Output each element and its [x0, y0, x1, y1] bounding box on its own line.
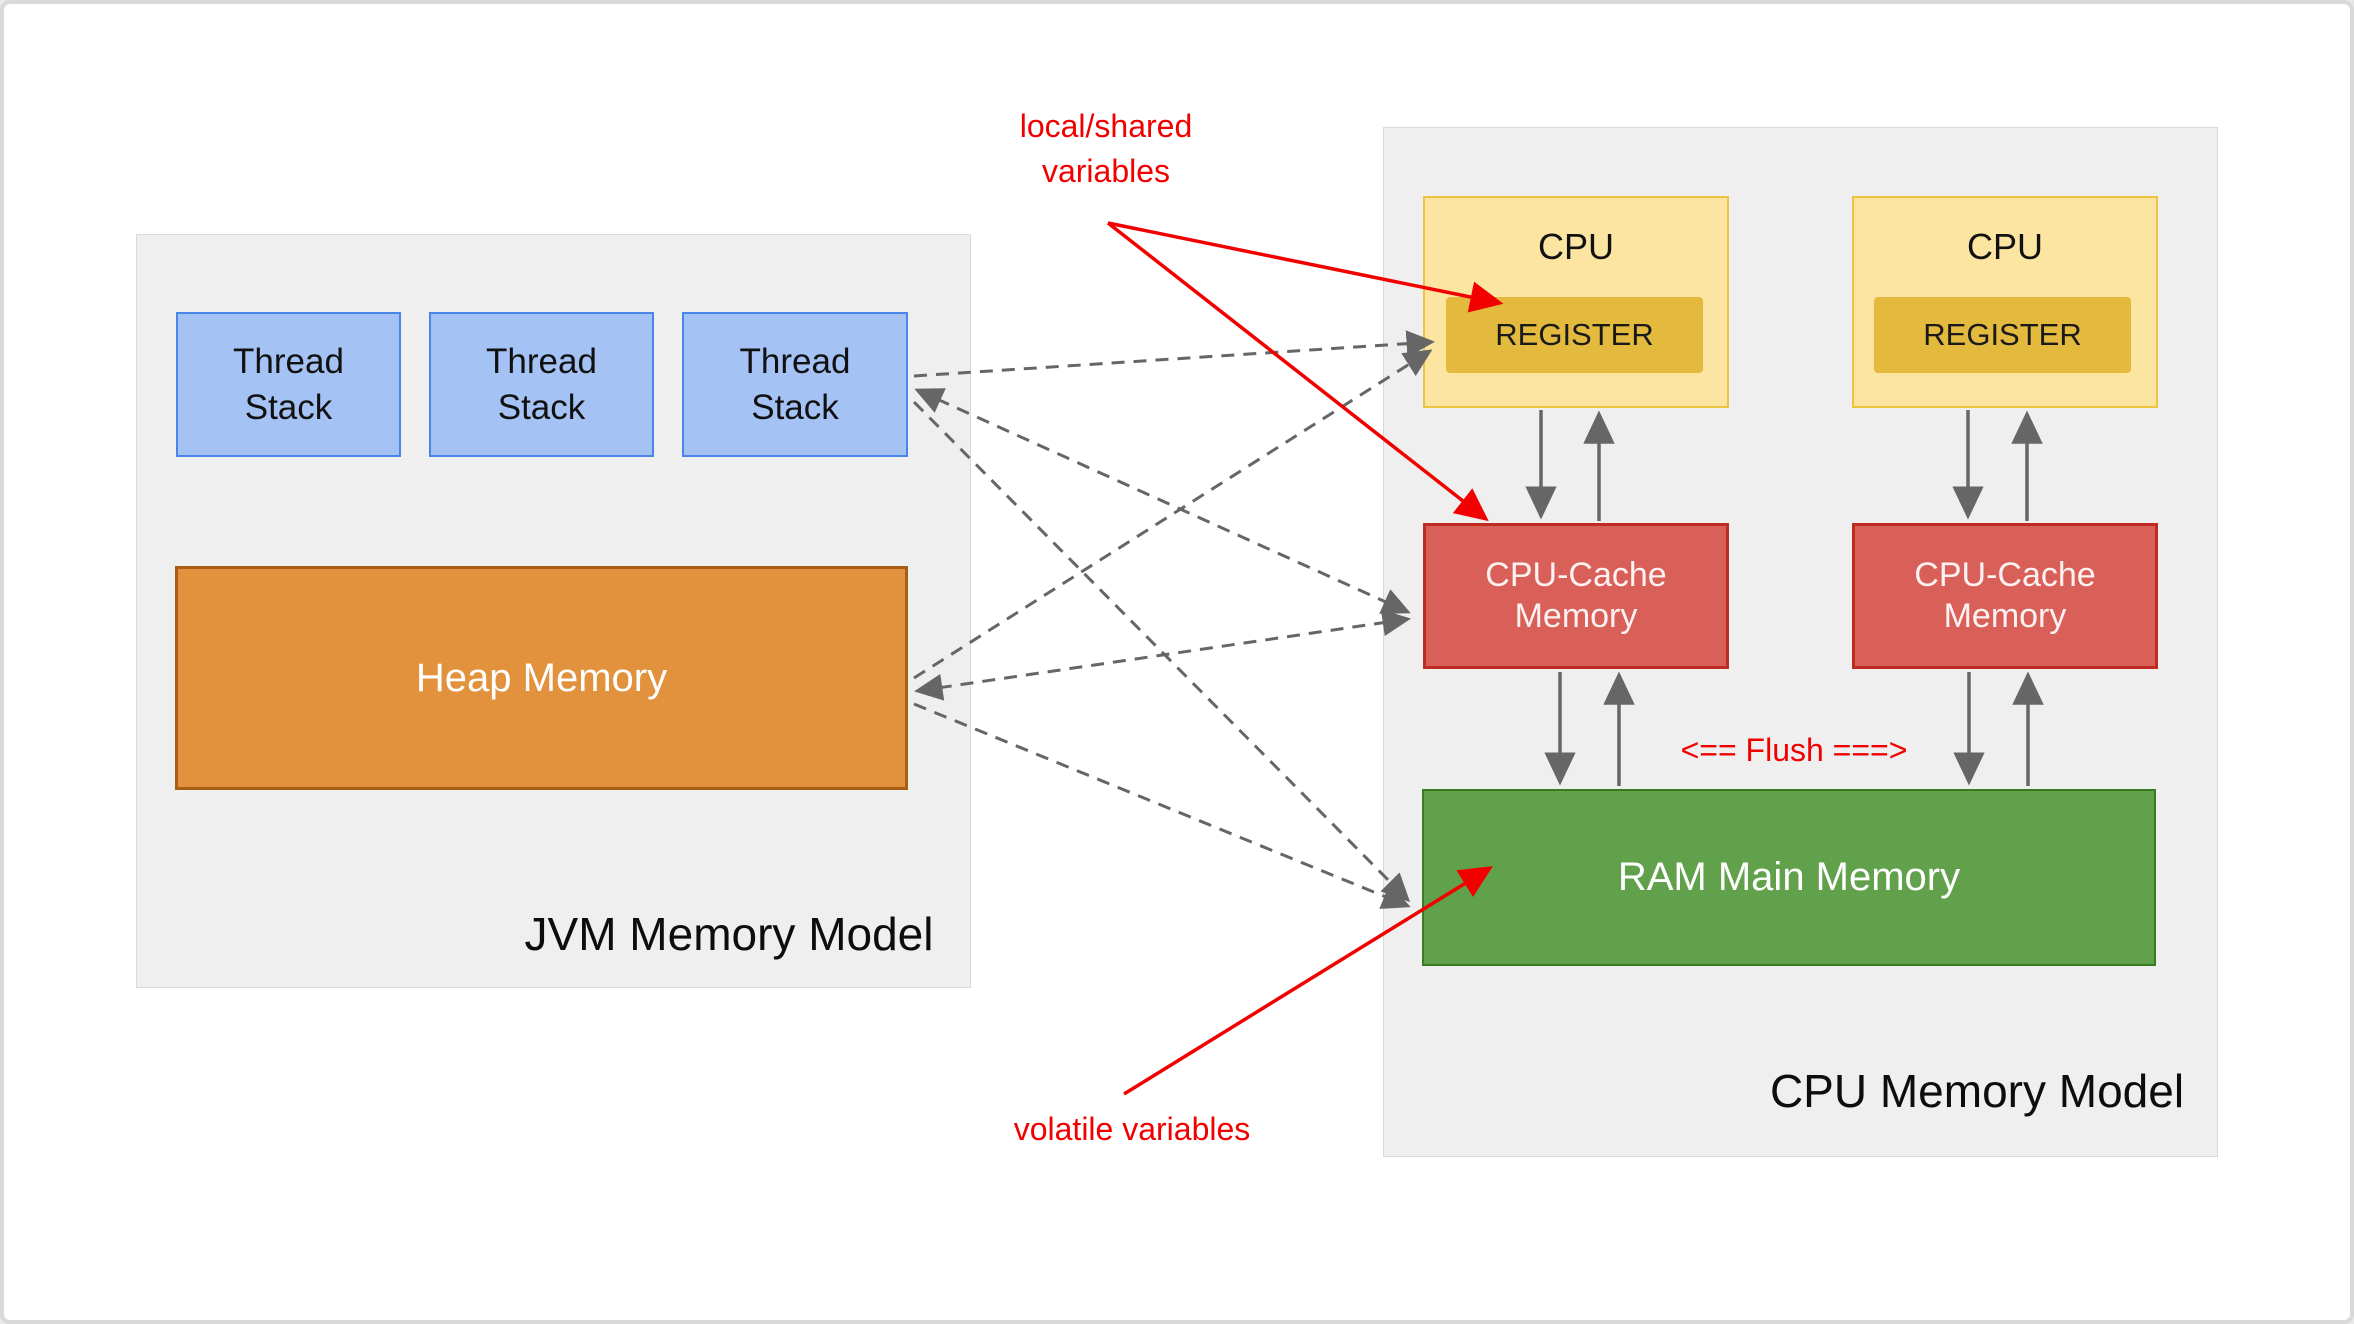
thread-stack-box-3: Thread Stack — [682, 312, 908, 457]
cpu-panel-title: CPU Memory Model — [1769, 1065, 2185, 1117]
dashed-threadstack-to-register — [913, 330, 1435, 378]
register-box-2: REGISTER — [1874, 297, 2131, 373]
heap-memory-label: Heap Memory — [415, 655, 668, 700]
volatile-variables-annotation: volatile variables — [1013, 1111, 1251, 1147]
cpu-label: CPU — [1537, 226, 1614, 267]
cpu-box-1: CPU REGISTER — [1423, 196, 1729, 408]
thread-stack-label: Thread — [486, 341, 597, 381]
register-label: REGISTER — [1495, 317, 1654, 352]
dashed-heap-to-register — [913, 349, 1433, 680]
cpu-label: CPU — [1966, 226, 2043, 267]
thread-stack-label: Thread — [739, 341, 851, 381]
cpu-cache-box-2: CPU-Cache Memory — [1852, 523, 2158, 669]
dashed-threadstack-to-cache — [914, 388, 1411, 614]
cpu-cache-label: CPU-Cache — [1485, 556, 1667, 594]
flush-annotation: <== Flush ===> — [1680, 732, 1908, 768]
heap-memory-box: Heap Memory — [175, 566, 908, 790]
jvm-panel-title: JVM Memory Model — [524, 908, 934, 960]
dashed-heap-to-ram — [913, 702, 1411, 909]
dashed-heap-to-cache — [914, 609, 1411, 701]
register-label: REGISTER — [1923, 317, 2082, 352]
local-shared-variables-annotation: local/shared variables — [1019, 108, 1193, 189]
thread-stack-box-1: Thread Stack — [176, 312, 401, 457]
cpu-cache-box-1: CPU-Cache Memory — [1423, 523, 1729, 669]
thread-stack-label: Thread — [233, 341, 344, 381]
ram-main-memory-box: RAM Main Memory — [1422, 789, 2156, 966]
dashed-threadstack-to-ram — [912, 400, 1411, 903]
thread-stack-box-2: Thread Stack — [429, 312, 654, 457]
cpu-box-2: CPU REGISTER — [1852, 196, 2158, 408]
register-box-1: REGISTER — [1446, 297, 1703, 373]
cpu-cache-label: CPU-Cache — [1914, 556, 2096, 594]
ram-main-memory-label: RAM Main Memory — [1617, 855, 1961, 899]
